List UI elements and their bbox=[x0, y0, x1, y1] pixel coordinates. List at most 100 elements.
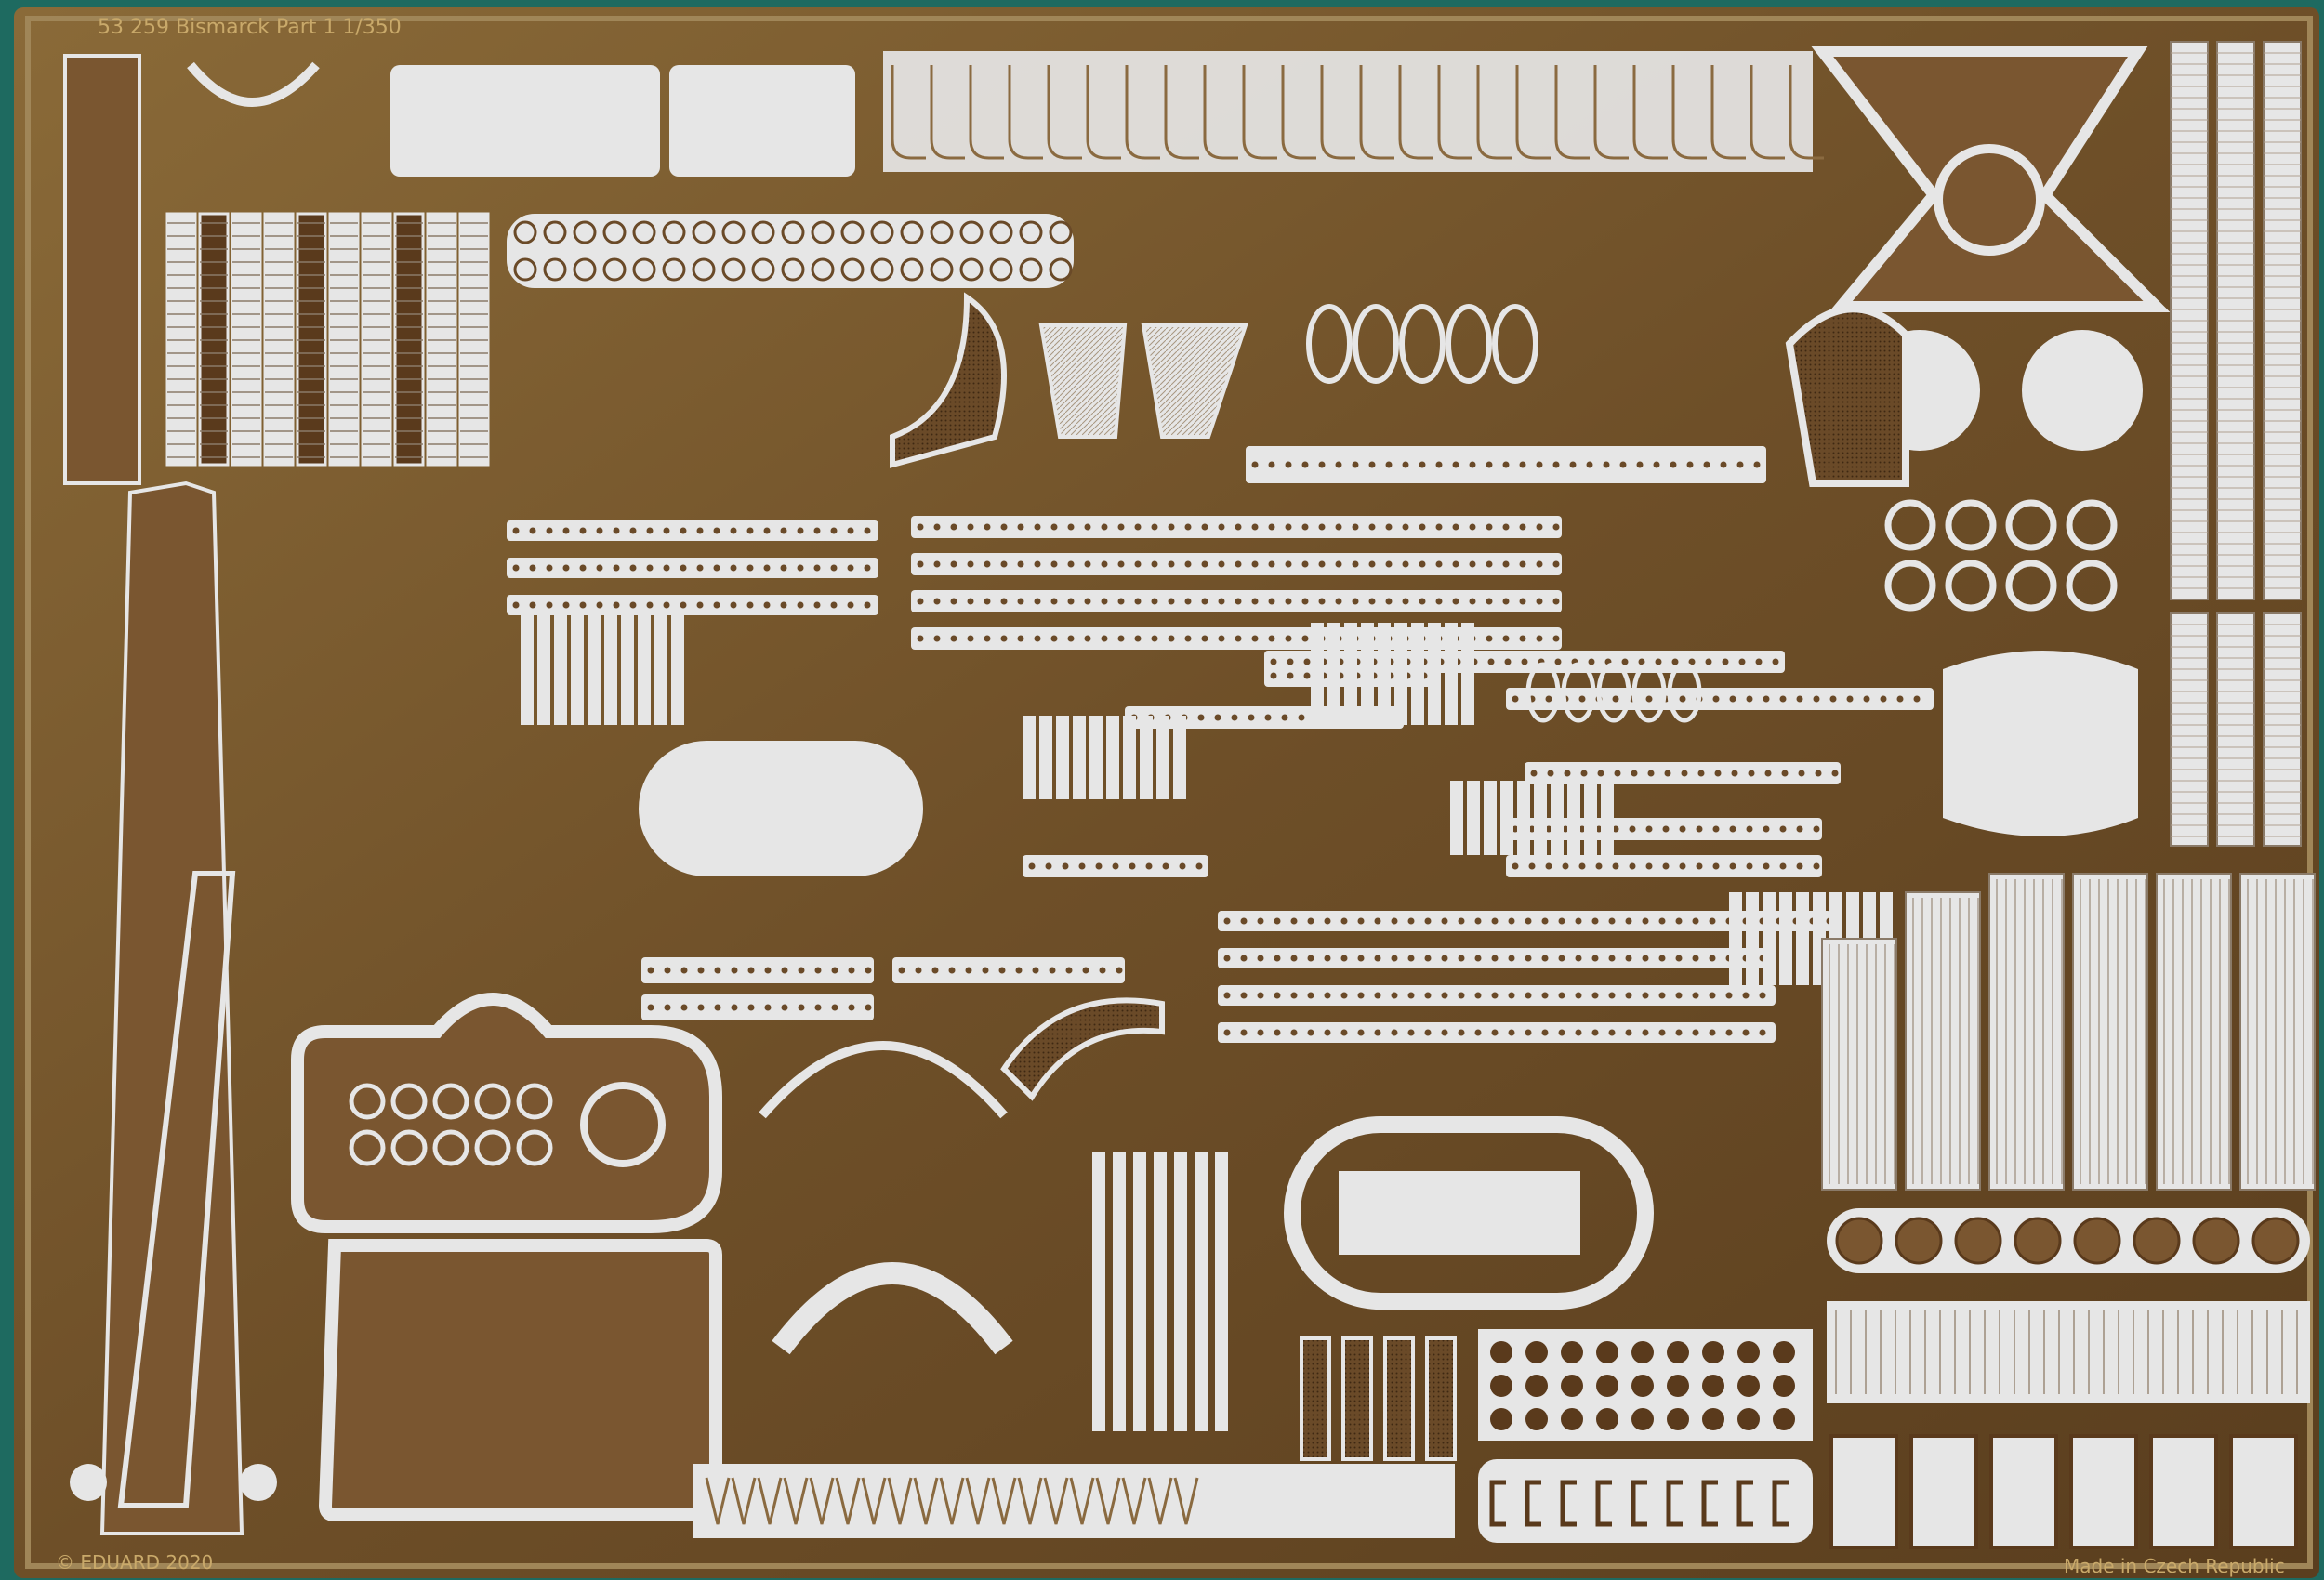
bottom-parts bbox=[693, 1152, 1813, 1543]
vertical-bar bbox=[1450, 781, 1463, 855]
row-hole bbox=[1591, 955, 1599, 962]
bracket-part bbox=[1141, 323, 1248, 439]
stanchion bbox=[939, 1477, 965, 1525]
platform-hole bbox=[349, 1129, 386, 1166]
porthole bbox=[602, 220, 627, 244]
platform-hole bbox=[432, 1129, 469, 1166]
row-hole bbox=[1441, 917, 1448, 925]
row-hole bbox=[1032, 967, 1039, 974]
row-hole bbox=[1000, 635, 1008, 642]
oval-platform bbox=[639, 741, 923, 876]
row-hole bbox=[847, 564, 854, 572]
star-hole bbox=[1596, 1408, 1618, 1430]
porthole bbox=[1049, 220, 1073, 244]
stanchion bbox=[1017, 1477, 1043, 1525]
row-hole bbox=[1612, 862, 1619, 870]
row-hole bbox=[1519, 461, 1526, 468]
oval-insert bbox=[1339, 1171, 1580, 1255]
row-hole bbox=[1352, 461, 1359, 468]
bracket bbox=[2229, 1434, 2298, 1549]
vertical-bar bbox=[1428, 623, 1441, 725]
row-hole bbox=[1452, 523, 1459, 531]
row-hole bbox=[1099, 967, 1106, 974]
row-hole bbox=[797, 564, 804, 572]
vertical-bar bbox=[1173, 716, 1186, 799]
row-hole bbox=[1458, 992, 1465, 999]
vertical-bar bbox=[1746, 892, 1759, 985]
bracket bbox=[1989, 1434, 2058, 1549]
row-hole bbox=[1487, 658, 1495, 665]
row-hole bbox=[1712, 695, 1720, 703]
row-hole bbox=[1268, 635, 1275, 642]
ladder-part bbox=[361, 212, 392, 467]
row-hole bbox=[831, 967, 838, 974]
row-hole bbox=[1552, 560, 1560, 568]
part-row bbox=[507, 595, 878, 615]
row-hole bbox=[1145, 862, 1153, 870]
row-hole bbox=[1746, 862, 1753, 870]
row-hole bbox=[1608, 955, 1616, 962]
row-hole bbox=[1251, 523, 1259, 531]
clamp bbox=[1772, 1480, 1789, 1527]
vertical-bar bbox=[1551, 781, 1564, 855]
row-hole bbox=[1324, 917, 1331, 925]
row-hole bbox=[1536, 560, 1543, 568]
row-hole bbox=[1519, 523, 1526, 531]
railing-stanchion bbox=[1398, 65, 1433, 160]
row-hole bbox=[1101, 635, 1108, 642]
row-hole bbox=[1688, 658, 1696, 665]
row-hole bbox=[1218, 560, 1225, 568]
row-hole bbox=[1357, 992, 1365, 999]
row-hole bbox=[1519, 635, 1526, 642]
row-hole bbox=[562, 564, 570, 572]
row-hole bbox=[1407, 955, 1415, 962]
row-hole bbox=[1564, 770, 1571, 777]
star-hole bbox=[1561, 1408, 1583, 1430]
row-hole bbox=[917, 560, 924, 568]
row-hole bbox=[1725, 992, 1733, 999]
row-hole bbox=[1084, 635, 1091, 642]
row-hole bbox=[898, 967, 905, 974]
vertical-bar bbox=[1500, 781, 1513, 855]
row-hole bbox=[1580, 770, 1588, 777]
chain-link bbox=[1631, 662, 1667, 723]
row-hole bbox=[1692, 992, 1699, 999]
vertical-bar bbox=[1584, 781, 1597, 855]
porthole bbox=[930, 220, 954, 244]
part-row bbox=[1506, 688, 1934, 710]
porthole bbox=[543, 257, 567, 282]
row-hole bbox=[1575, 1029, 1582, 1036]
row-hole bbox=[1223, 955, 1231, 962]
porthole bbox=[989, 220, 1013, 244]
row-hole bbox=[1197, 714, 1205, 721]
row-hole bbox=[1558, 917, 1565, 925]
row-hole bbox=[798, 1004, 805, 1011]
row-hole bbox=[1000, 523, 1008, 531]
row-hole bbox=[813, 601, 821, 609]
vertical-bar bbox=[1763, 892, 1776, 985]
stanchion bbox=[1173, 1477, 1199, 1525]
row-hole bbox=[1268, 523, 1275, 531]
vertical-bar bbox=[1073, 716, 1086, 799]
porthole bbox=[781, 257, 805, 282]
porthole bbox=[930, 257, 954, 282]
row-hole bbox=[1491, 992, 1499, 999]
vertical-bar bbox=[1023, 716, 1036, 799]
row-hole bbox=[1101, 560, 1108, 568]
row-hole bbox=[1608, 917, 1616, 925]
row-hole bbox=[1502, 523, 1510, 531]
row-hole bbox=[1815, 770, 1822, 777]
row-hole bbox=[1435, 598, 1443, 605]
porthole bbox=[781, 220, 805, 244]
row-hole bbox=[965, 967, 972, 974]
row-hole bbox=[950, 560, 957, 568]
row-hole bbox=[931, 967, 939, 974]
float-ring bbox=[1399, 304, 1446, 384]
stanchion bbox=[991, 1477, 1017, 1525]
row-hole bbox=[1441, 992, 1448, 999]
row-hole bbox=[865, 1004, 872, 1011]
tall-bar bbox=[1174, 1152, 1187, 1431]
fret-copyright: © EDUARD 2020 bbox=[56, 1551, 213, 1573]
porthole bbox=[751, 220, 775, 244]
vertical-bar bbox=[1327, 623, 1340, 725]
